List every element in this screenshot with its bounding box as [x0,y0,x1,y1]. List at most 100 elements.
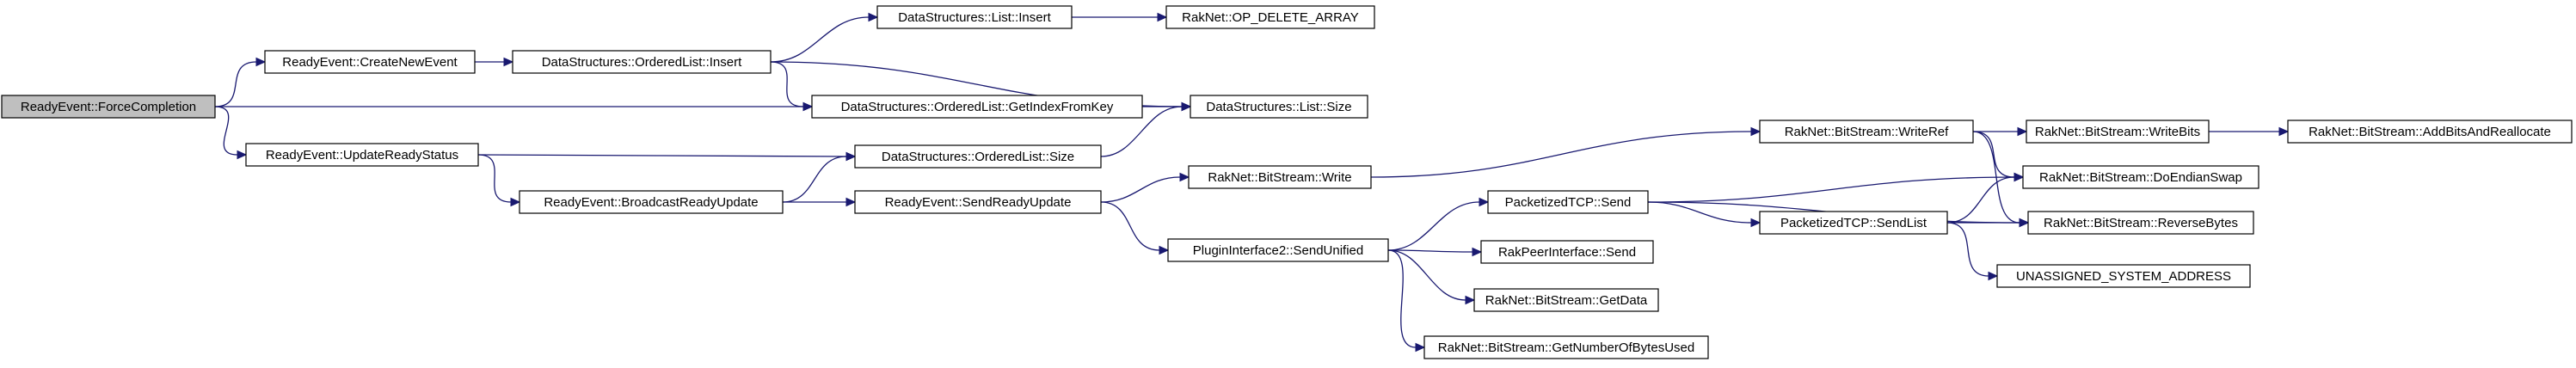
node-raknet-bitstream-writeref[interactable]: RakNet::BitStream::WriteRef [1759,120,1974,144]
node-readyevent-updatereadystatus[interactable]: ReadyEvent::UpdateReadyStatus [245,143,479,167]
node-readyevent-forcecompletion[interactable]: ReadyEvent::ForceCompletion [1,95,216,119]
arrowhead [1479,197,1490,207]
node-label: ReadyEvent::ForceCompletion [21,100,196,114]
node-box [1487,190,1649,214]
node-box [245,143,479,167]
node-label: RakNet::BitStream::DoEndianSwap [2039,170,2242,185]
node-unassigned-system-address[interactable]: UNASSIGNED_SYSTEM_ADDRESS [1996,264,2251,288]
arrowhead [1750,126,1761,137]
edge-layer [214,12,2290,353]
node-raknet-op-delete-array[interactable]: RakNet::OP_DELETE_ARRAY [1165,5,1375,29]
node-label: DataStructures::OrderedList::GetIndexFro… [841,100,1114,114]
node-raknet-bitstream-getnumberofbytesused[interactable]: RakNet::BitStream::GetNumberOfBytesUsed [1423,335,1709,359]
arrowhead [2278,126,2290,137]
arrowhead [1157,12,1168,22]
arrowhead [1472,247,1483,257]
edge-n2-n8 [477,154,847,157]
node-box [1473,288,1659,312]
node-readyevent-createnewevent[interactable]: ReadyEvent::CreateNewEvent [264,50,476,74]
node-box [1759,211,1948,235]
edge-n0-n2 [214,106,238,156]
node-box [1,95,216,119]
arrowhead [2017,126,2028,137]
node-datastructures-orderedlist-getindexfromkey[interactable]: DataStructures::OrderedList::GetIndexFro… [811,95,1143,119]
node-packetizedtcp-send[interactable]: PacketizedTCP::Send [1487,190,1649,214]
node-plugininterface2-sendunified[interactable]: PluginInterface2::SendUnified [1167,238,1389,262]
arrowhead [1159,245,1170,255]
edge-n8-n7 [1100,106,1183,157]
edge-n0-n1 [214,61,257,107]
node-box [1165,5,1375,29]
edge-n11-n17 [1370,131,1752,178]
node-label: DataStructures::OrderedList::Size [882,150,1074,164]
edge-n18-n21 [1946,176,2015,224]
node-box [876,5,1073,29]
edge-n9-n8 [782,156,847,203]
node-label: DataStructures::List::Insert [898,10,1051,25]
node-box [512,50,772,74]
arrowhead [802,101,814,112]
node-label: ReadyEvent::BroadcastReadyUpdate [544,195,758,210]
node-label: PacketizedTCP::SendList [1780,216,1927,230]
node-raknet-bitstream-reversebytes[interactable]: RakNet::BitStream::ReverseBytes [2027,211,2254,235]
arrowhead [503,57,514,67]
edge-n18-n23 [1946,222,1989,277]
node-label: DataStructures::List::Size [1206,100,1351,114]
node-label: RakNet::BitStream::GetData [1485,293,1648,308]
node-label: UNASSIGNED_SYSTEM_ADDRESS [2016,269,2231,284]
arrowhead [1465,295,1476,305]
node-box [2022,165,2259,189]
edge-n17-n22 [1972,131,2020,224]
arrowhead [255,57,267,67]
edge-n13-n18 [1647,201,1752,224]
arrowhead [845,151,857,162]
edge-n3-n4 [770,61,804,107]
node-label: RakNet::BitStream::ReverseBytes [2044,216,2238,230]
node-box [1759,120,1974,144]
node-datastructures-orderedlist-size[interactable]: DataStructures::OrderedList::Size [854,144,1102,169]
node-label: RakNet::OP_DELETE_ARRAY [1182,10,1359,25]
node-box [1423,335,1709,359]
node-box [811,95,1143,119]
node-label: DataStructures::OrderedList::Insert [542,55,742,70]
node-raknet-bitstream-addbitsandreallocate[interactable]: RakNet::BitStream::AddBitsAndReallocate [2287,120,2573,144]
node-raknet-bitstream-doendianswap[interactable]: RakNet::BitStream::DoEndianSwap [2022,165,2259,189]
arrowhead [845,197,857,207]
node-label: RakNet::BitStream::WriteRef [1785,125,1949,139]
node-box [1190,95,1368,119]
node-label: ReadyEvent::CreateNewEvent [282,55,458,70]
node-datastructures-list-insert[interactable]: DataStructures::List::Insert [876,5,1073,29]
arrowhead [1750,218,1761,228]
node-raknet-bitstream-write[interactable]: RakNet::BitStream::Write [1188,165,1372,189]
arrowhead [1415,342,1426,353]
node-raknet-bitstream-getdata[interactable]: RakNet::BitStream::GetData [1473,288,1659,312]
node-box [2287,120,2573,144]
node-label: PluginInterface2::SendUnified [1193,243,1363,258]
node-label: ReadyEvent::UpdateReadyStatus [266,148,458,163]
node-box [2027,211,2254,235]
node-datastructures-list-size[interactable]: DataStructures::List::Size [1190,95,1368,119]
node-datastructures-orderedlist-insert[interactable]: DataStructures::OrderedList::Insert [512,50,772,74]
node-packetizedtcp-sendlist[interactable]: PacketizedTCP::SendList [1759,211,1948,235]
node-box [2026,120,2210,144]
edge-n12-n14 [1387,249,1473,253]
node-label: RakNet::BitStream::WriteBits [2035,125,2200,139]
node-rakpeerinterface-send[interactable]: RakPeerInterface::Send [1480,240,1654,264]
arrowhead [237,150,248,160]
node-box [519,190,784,214]
node-readyevent-sendreadyupdate[interactable]: ReadyEvent::SendReadyUpdate [854,190,1102,214]
node-readyevent-broadcastreadyupdate[interactable]: ReadyEvent::BroadcastReadyUpdate [519,190,784,214]
node-box [1167,238,1389,262]
arrowhead [1988,271,1999,281]
edge-n10-n12 [1100,201,1160,251]
node-label: RakNet::BitStream::Write [1208,170,1351,185]
node-box [264,50,476,74]
node-box [854,190,1102,214]
arrowhead [1179,172,1190,182]
node-raknet-bitstream-writebits[interactable]: RakNet::BitStream::WriteBits [2026,120,2210,144]
node-box [1188,165,1372,189]
arrowhead [510,197,521,207]
edge-n2-n9 [477,154,512,203]
edge-n12-n16 [1387,249,1417,348]
